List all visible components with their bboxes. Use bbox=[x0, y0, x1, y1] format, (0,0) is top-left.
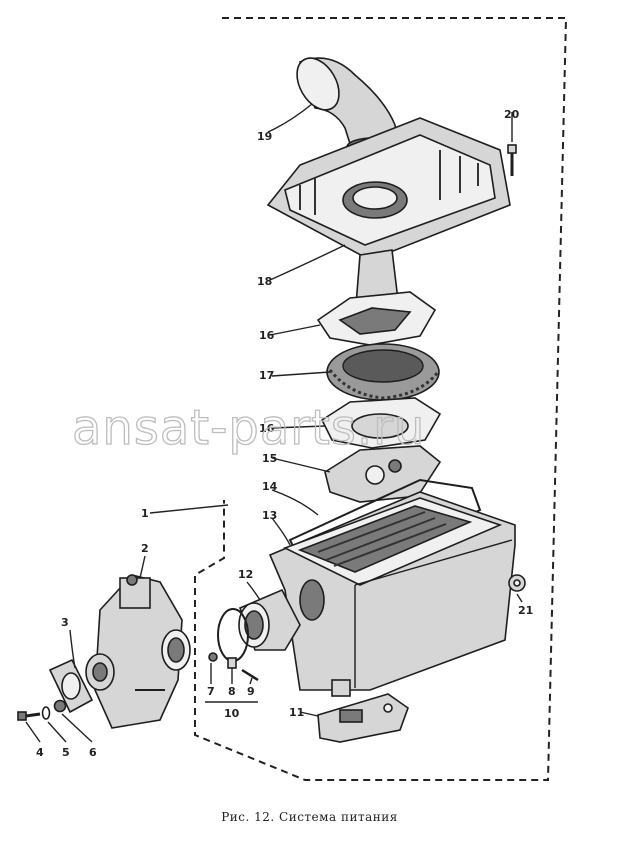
carburettor bbox=[85, 574, 191, 729]
callout-8: 8 bbox=[228, 685, 236, 698]
assembly-boundary bbox=[194, 17, 568, 781]
callout-2: 2 bbox=[141, 542, 149, 555]
callout-1: 1 bbox=[141, 507, 149, 520]
callout-labels: 1 2 3 4 5 6 7 8 9 10 11 12 13 14 15 16 1… bbox=[36, 108, 533, 759]
filter-element bbox=[326, 343, 440, 401]
clamp-assembly bbox=[208, 608, 259, 682]
connecting-sleeve bbox=[238, 588, 301, 651]
bracket-11 bbox=[317, 693, 409, 743]
filter-housing bbox=[268, 491, 516, 697]
filter-plate-upper bbox=[316, 291, 437, 346]
callout-3: 3 bbox=[61, 616, 69, 629]
figure-caption: Рис. 12. Система питания bbox=[221, 810, 398, 824]
callout-4: 4 bbox=[36, 746, 44, 759]
watermark-text: ansat-parts.ru bbox=[72, 400, 425, 456]
nut-6 bbox=[53, 699, 67, 713]
nut-21 bbox=[508, 574, 526, 592]
callout-21: 21 bbox=[518, 604, 533, 617]
callout-18: 18 bbox=[257, 275, 272, 288]
callout-17: 17 bbox=[259, 369, 274, 382]
callout-16-upper: 16 bbox=[259, 329, 275, 342]
callout-7: 7 bbox=[207, 685, 215, 698]
flange-gasket bbox=[48, 658, 94, 714]
screw-4 bbox=[17, 711, 41, 721]
callout-6: 6 bbox=[89, 746, 97, 759]
callout-14: 14 bbox=[262, 480, 278, 493]
filter-lid bbox=[266, 117, 511, 261]
callout-15: 15 bbox=[262, 452, 277, 465]
callout-19: 19 bbox=[257, 130, 272, 143]
leader-lines bbox=[25, 103, 523, 743]
washer-5 bbox=[41, 706, 51, 720]
callout-13: 13 bbox=[262, 509, 277, 522]
filter-plate-lower bbox=[320, 397, 442, 449]
callout-10: 10 bbox=[224, 707, 240, 720]
bolt-20 bbox=[507, 144, 517, 176]
callout-12: 12 bbox=[238, 568, 253, 581]
callout-5: 5 bbox=[62, 746, 70, 759]
callout-11: 11 bbox=[289, 706, 304, 719]
callout-16-lower: 16 bbox=[259, 422, 275, 435]
mesh-plate bbox=[324, 445, 442, 503]
callout-20: 20 bbox=[504, 108, 520, 121]
callout-9: 9 bbox=[247, 685, 255, 698]
